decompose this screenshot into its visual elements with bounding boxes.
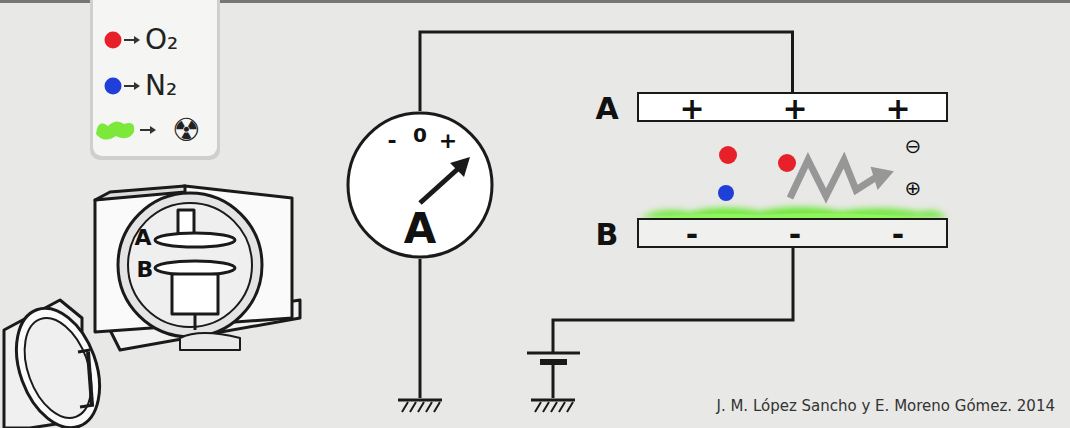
apparatus-drawing	[78, 350, 90, 352]
apparatus-drawing	[118, 193, 262, 337]
ground-symbol	[398, 399, 442, 402]
gas-molecules	[778, 154, 796, 172]
ammeter-dial: -0 + A	[346, 111, 494, 259]
part-label: A	[134, 227, 151, 249]
circuit-wire	[420, 248, 793, 398]
meter-needle-head	[450, 157, 470, 177]
battery-symbol	[527, 352, 580, 355]
circuit-wire	[419, 259, 422, 398]
radiation-ray	[790, 160, 892, 198]
circuit-wire	[553, 248, 793, 352]
legend-panel	[90, 0, 220, 160]
gas-molecules	[719, 146, 737, 164]
apparatus-drawing	[128, 203, 252, 327]
charge-sign: -	[686, 220, 698, 250]
ion-charge: ⊕	[905, 178, 922, 198]
ground-symbol	[535, 402, 573, 412]
legend-text: ☢	[172, 114, 201, 146]
scale-mark: 0	[413, 125, 427, 145]
apparatus-drawing	[88, 352, 92, 405]
electrode-plate: B---	[637, 218, 948, 248]
apparatus-drawing	[172, 274, 218, 314]
ground-symbol	[398, 400, 575, 412]
scale-mark: -	[387, 130, 396, 152]
legend-text: N₂	[145, 72, 177, 100]
dial-face	[348, 113, 492, 257]
plate-label: A	[595, 94, 618, 124]
meter-needle	[420, 167, 460, 203]
plate-label: B	[596, 220, 619, 250]
charge-sign: +	[782, 94, 807, 124]
legend-panel	[93, 0, 217, 156]
electrode-plate: A+++	[637, 92, 948, 122]
charge-sign: -	[892, 220, 904, 250]
ground-symbol	[531, 399, 575, 402]
credit-note: J. M. López Sancho y E. Moreno Gómez. 20…	[716, 399, 1055, 414]
ground-symbol	[402, 402, 440, 412]
radiation-ray	[872, 168, 892, 188]
apparatus-drawing	[12, 309, 104, 427]
apparatus-drawing	[1, 297, 115, 428]
gas-molecules	[718, 146, 796, 201]
circuit-wire	[552, 364, 555, 398]
legend-swatch	[105, 78, 122, 95]
apparatus-drawing	[180, 333, 240, 350]
charge-sign: +	[885, 94, 910, 124]
apparatus-drawing	[194, 314, 197, 330]
apparatus-drawing	[155, 233, 235, 247]
scale-mark: +	[439, 130, 457, 152]
apparatus-drawing	[80, 405, 94, 407]
legend-text: O₂	[145, 26, 178, 54]
charge-sign: -	[789, 220, 801, 250]
apparatus-drawing	[1, 186, 300, 428]
legend-panel	[150, 126, 156, 134]
legend-swatch	[96, 121, 134, 139]
legend-panel	[90, 0, 220, 160]
legend-panel	[134, 82, 140, 90]
charge-sign: +	[679, 94, 704, 124]
battery-symbol	[540, 359, 567, 365]
legend-panel	[134, 36, 140, 44]
gas-molecules	[718, 185, 734, 201]
legend-swatch	[105, 32, 122, 49]
meter-symbol: A	[404, 208, 437, 250]
radiation-ray	[790, 160, 878, 198]
part-label: B	[137, 259, 154, 281]
battery-symbol	[527, 353, 580, 362]
ion-charge: ⊖	[905, 136, 922, 156]
radioactive-layer	[640, 207, 946, 218]
